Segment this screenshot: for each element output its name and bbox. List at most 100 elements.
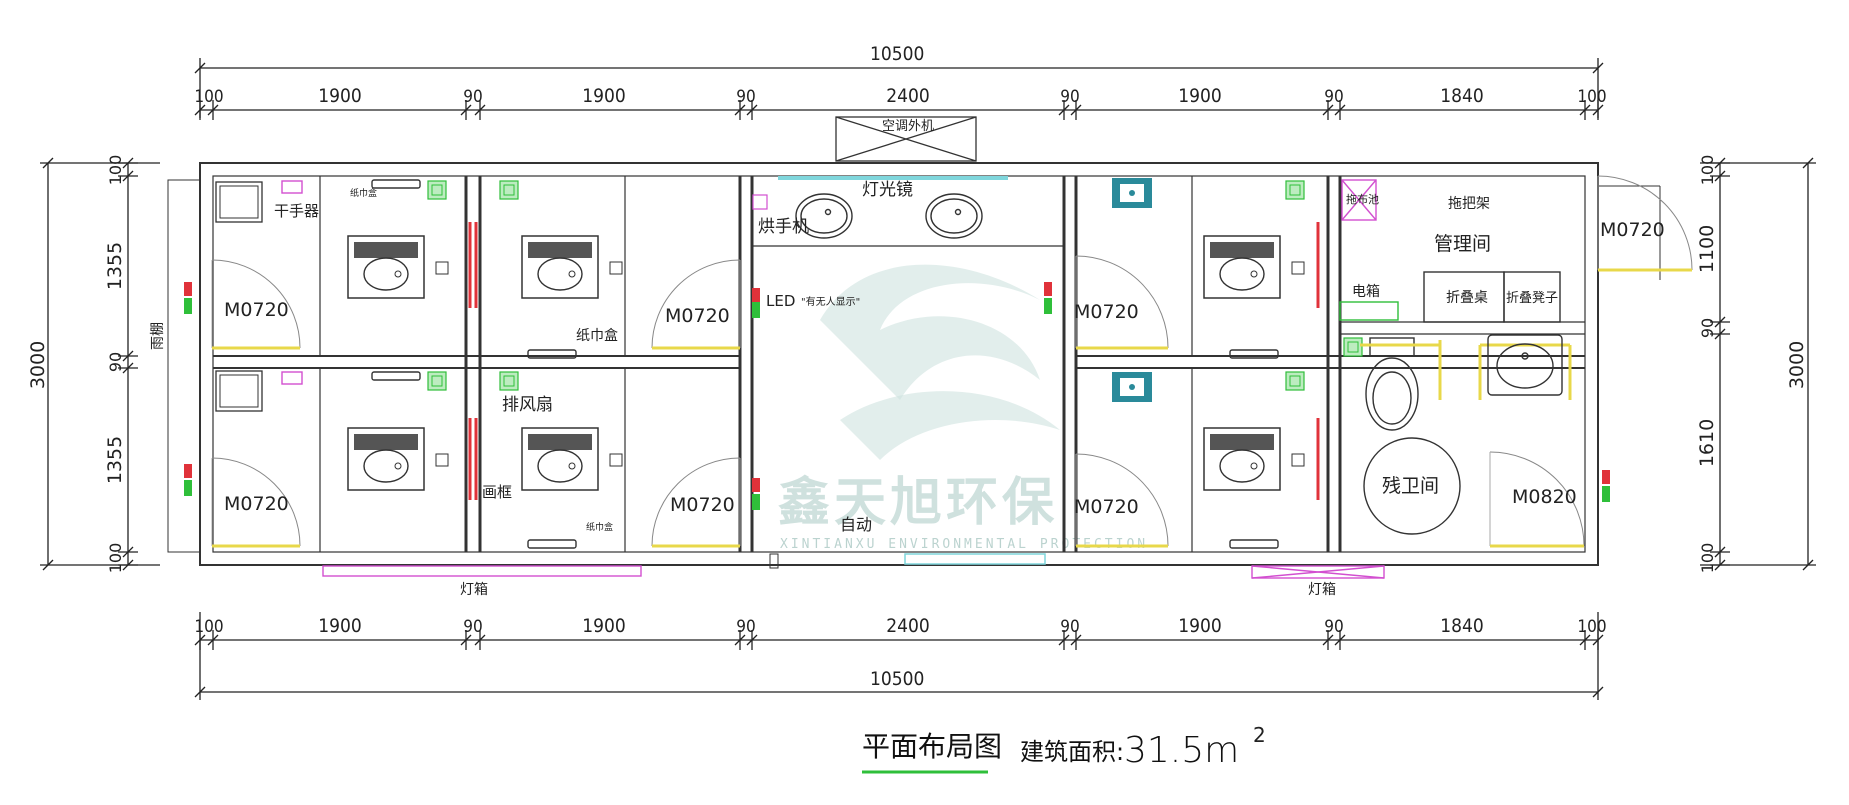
dim-left-seg-2: 90 [106, 352, 125, 372]
area-value: 31.5m [1124, 730, 1239, 771]
light-box-right [1251, 565, 1385, 579]
door-swing [651, 259, 741, 350]
left-dimensions [40, 157, 160, 571]
paper-box-label-2: 纸巾盒 [586, 521, 613, 533]
sink-right [925, 193, 983, 239]
exhaust-fan-label: 排风扇 [502, 395, 553, 415]
dim-top-seg-9: 1840 [1440, 85, 1484, 107]
squat-toilet-icon [521, 427, 623, 491]
tissue-box-label: 纸巾盒 [576, 327, 618, 344]
exhaust-fan-icon [499, 180, 519, 200]
door-swing [1597, 175, 1693, 272]
left-dryer-bottom [215, 370, 263, 412]
squat-toilet-icon [1203, 235, 1305, 299]
sink-left [795, 193, 853, 239]
door-swing [651, 457, 741, 548]
door-swing [211, 457, 301, 548]
ac-outdoor-label: 空调外机 [882, 119, 934, 134]
grab-bars [371, 179, 1279, 549]
door-label-d8: M0820 [1512, 486, 1577, 508]
canopy-label: 雨棚 [150, 322, 166, 350]
exhaust-fan-icon [427, 371, 447, 391]
dim-top-seg-0: 100 [194, 87, 223, 107]
exhaust-fan-icon [499, 371, 519, 391]
light-mirror-label: 灯光镜 [862, 180, 913, 200]
dim-top-seg-10: 100 [1577, 87, 1606, 107]
mop-pool-label: 拖布池 [1346, 192, 1379, 206]
led-note: "有无人显示" [801, 295, 860, 308]
dim-left-seg-0: 100 [106, 155, 125, 186]
squat-toilet-icon [521, 235, 623, 299]
occupancy-indicator-icon [1602, 470, 1610, 502]
light-box-left [322, 565, 642, 577]
dim-bottom-seg-7: 1900 [1178, 615, 1222, 637]
dim-left-total: 3000 [27, 341, 49, 389]
squat-toilet-icon [347, 427, 449, 491]
hand-dryer-left-label: 干手器 [274, 202, 319, 220]
folding-stool [1503, 271, 1561, 323]
dim-bottom-seg-9: 1840 [1440, 615, 1484, 637]
light-box-left-label: 灯箱 [460, 582, 488, 598]
door-label-d7: M0720 [1600, 219, 1665, 241]
dim-top-seg-4: 90 [736, 87, 755, 107]
occupancy-indicator-icon [184, 464, 192, 496]
dim-right-seg-0: 100 [1698, 155, 1717, 186]
dim-bottom-seg-0: 100 [194, 617, 223, 637]
light-box-right-label: 灯箱 [1308, 582, 1336, 598]
dim-bottom-seg-10: 100 [1577, 617, 1606, 637]
occupancy-indicator-icon [752, 478, 760, 510]
door-label-d2: M0720 [224, 493, 289, 515]
door-label-d6: M0720 [1074, 496, 1139, 518]
dim-right-seg-4: 100 [1698, 543, 1717, 574]
door-swing [1075, 453, 1169, 548]
building-walls [167, 162, 1661, 566]
door-swing [211, 259, 301, 350]
door-label-d1: M0720 [224, 299, 289, 321]
dim-top-seg-6: 90 [1060, 87, 1079, 107]
squat-toilet-icon [347, 235, 449, 299]
dim-top-seg-8: 90 [1324, 87, 1343, 107]
accessible-room-label: 残卫间 [1382, 475, 1439, 497]
hand-dryer-label: 烘手机 [758, 217, 809, 237]
exhaust-fan-icon [1285, 371, 1305, 391]
dim-right-total: 3000 [1786, 341, 1808, 389]
led-label: LED [766, 292, 795, 310]
electric-box-label: 电箱 [1352, 284, 1380, 300]
dim-right-seg-2: 90 [1698, 318, 1717, 338]
bottom-dimensions [194, 612, 1604, 700]
dim-left-seg-4: 100 [106, 543, 125, 574]
mop-rack-label: 拖把架 [1448, 196, 1490, 212]
auto-door [904, 553, 1046, 565]
urinal-bottom [1112, 372, 1152, 402]
folding-stool-label: 折叠凳子 [1506, 290, 1558, 306]
auto-door-label: 自动 [840, 515, 872, 534]
paper-box-label: 纸巾盒 [350, 187, 377, 199]
exhaust-fan-icon [1285, 180, 1305, 200]
occupancy-indicator-icon [1044, 282, 1052, 314]
frame-label: 画框 [482, 483, 512, 501]
mgmt-room-label: 管理间 [1434, 233, 1491, 255]
watermark-name: 鑫天旭环保 [778, 473, 1058, 533]
accessible-toilet [1365, 337, 1419, 431]
dim-right-seg-1: 1100 [1696, 225, 1718, 273]
mop-pool [1341, 179, 1377, 221]
top-dimensions [194, 58, 1604, 120]
dim-bottom-seg-5: 2400 [886, 615, 930, 637]
dim-total-bottom: 10500 [870, 668, 924, 690]
area-superscript: 2 [1253, 723, 1266, 747]
plan-title: 平面布局图 [862, 730, 1002, 763]
watermark-wave-icon [840, 391, 1060, 460]
occupancy-indicator-icon [184, 282, 192, 314]
turning-circle [1363, 437, 1461, 535]
dim-total-top: 10500 [870, 43, 924, 65]
dim-top-seg-7: 1900 [1178, 85, 1222, 107]
dim-bottom-seg-6: 90 [1060, 617, 1079, 637]
exhaust-fan-icon [1343, 337, 1363, 357]
accessible-grab-bars [1360, 340, 1572, 400]
led-indicator-icon [752, 288, 760, 318]
folding-table-label: 折叠桌 [1446, 290, 1488, 306]
watermark-sub: XINTIANXU ENVIRONMENTAL PROTECTION [780, 537, 1148, 552]
dim-bottom-seg-2: 90 [463, 617, 482, 637]
dim-top-seg-2: 90 [463, 87, 482, 107]
dim-bottom-seg-3: 1900 [582, 615, 626, 637]
